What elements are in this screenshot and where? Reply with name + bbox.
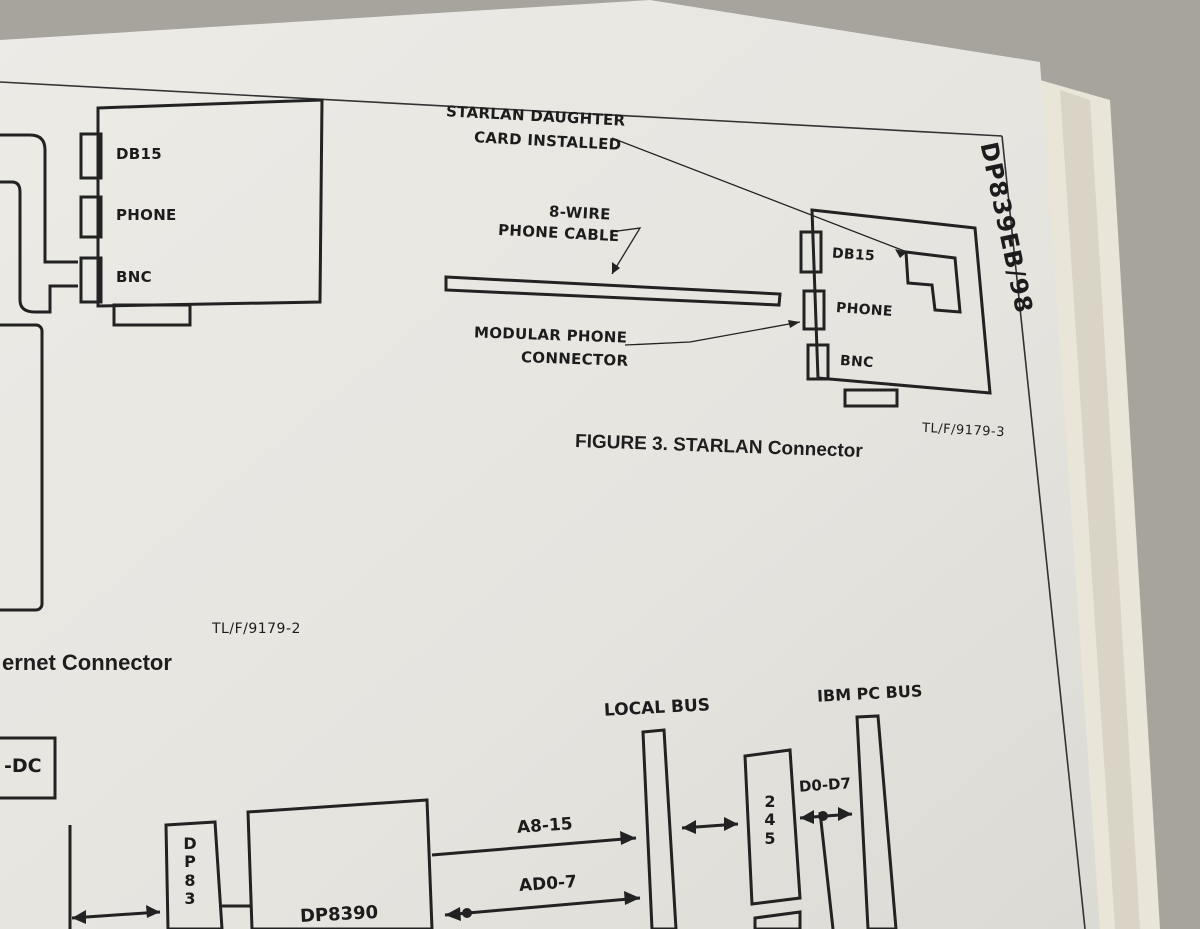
margin-rule bbox=[1001, 135, 1086, 929]
figure3-daughter-card bbox=[904, 250, 962, 314]
leader-phone-cable bbox=[609, 227, 642, 275]
arrowhead-daughter bbox=[895, 249, 907, 258]
dc-box bbox=[0, 736, 57, 800]
figure3-db15-label: DB15 bbox=[831, 245, 876, 265]
dp83-letter: D bbox=[183, 834, 197, 853]
leader-modular-connector bbox=[624, 321, 801, 346]
chip-245-label: 2 4 5 bbox=[760, 792, 780, 848]
arrow-left-bus bbox=[71, 910, 161, 920]
figure2-cable-lower bbox=[0, 180, 78, 314]
figure2-db15-label: DB15 bbox=[116, 145, 162, 163]
dp83-box bbox=[164, 820, 224, 929]
chip-245-digit: 4 bbox=[764, 810, 776, 830]
figure3-phone-cable bbox=[444, 275, 782, 307]
figure3-db15-port bbox=[799, 230, 823, 274]
arrowhead-cable bbox=[612, 262, 620, 274]
ad0-7-label: AD0-7 bbox=[518, 872, 578, 896]
figure3-card bbox=[444, 208, 992, 408]
cable-label-line1: 8-WIRE bbox=[548, 202, 612, 224]
arrowhead-connector bbox=[788, 320, 800, 328]
figure3-bnc-label: BNC bbox=[839, 352, 875, 372]
dp83-letter: 3 bbox=[184, 889, 196, 909]
page-stack-edge-shadow bbox=[1060, 90, 1140, 929]
dp8390-box bbox=[246, 798, 434, 929]
connector-label-line2: CONNECTOR bbox=[520, 348, 629, 370]
figure3-card-outline bbox=[810, 208, 992, 395]
chip-245-digit: 5 bbox=[764, 828, 776, 848]
figure2-card-outline bbox=[96, 98, 324, 308]
figure2-card-edge-tab bbox=[112, 303, 192, 327]
d0-d7-label: D0-D7 bbox=[798, 774, 852, 796]
figure3-phone-port bbox=[802, 289, 826, 331]
chip-lower-box bbox=[753, 910, 802, 929]
chip-245-digit: 2 bbox=[764, 792, 776, 811]
figure2-bnc-port bbox=[79, 256, 103, 304]
figure2-bnc-label: BNC bbox=[116, 268, 152, 286]
figure2-code: TL/F/9179-2 bbox=[212, 621, 301, 637]
leader-daughter-card bbox=[611, 137, 908, 253]
block-arrowheads bbox=[72, 807, 852, 924]
block-diagram bbox=[0, 714, 898, 929]
figure2-phone-label: PHONE bbox=[116, 206, 177, 224]
figure3-leaders bbox=[609, 137, 908, 346]
arrow-a8-15 bbox=[431, 836, 637, 857]
figure3-bnc-port bbox=[806, 343, 830, 381]
dp83-label: D P 8 3 bbox=[180, 834, 200, 909]
arrow-ad0-7 bbox=[444, 896, 641, 917]
dp83-letter: 8 bbox=[184, 870, 196, 890]
chip-245-box bbox=[743, 748, 802, 906]
dc-label: -DC bbox=[4, 755, 42, 777]
figure2-cable-upper bbox=[0, 133, 78, 264]
a8-15-label: A8-15 bbox=[516, 814, 574, 838]
figure2-phone-port bbox=[79, 195, 103, 239]
figure2-card bbox=[0, 98, 324, 612]
book-page bbox=[0, 0, 1100, 929]
figure3-card-edge-tab bbox=[843, 388, 899, 408]
d0-d7-vertical-line bbox=[818, 811, 835, 929]
dp83-letter: P bbox=[184, 852, 196, 872]
figure2-caption: ernet Connector bbox=[2, 650, 172, 675]
dp8390-label: DP8390 bbox=[299, 901, 379, 928]
header-rule bbox=[0, 81, 1003, 137]
ibm-pc-bus-bar bbox=[855, 714, 898, 929]
figure2-cable-body bbox=[0, 323, 44, 612]
local-bus-bar bbox=[641, 728, 678, 929]
figure3-phone-label: PHONE bbox=[835, 300, 894, 320]
figure2-db15-port bbox=[79, 132, 103, 180]
